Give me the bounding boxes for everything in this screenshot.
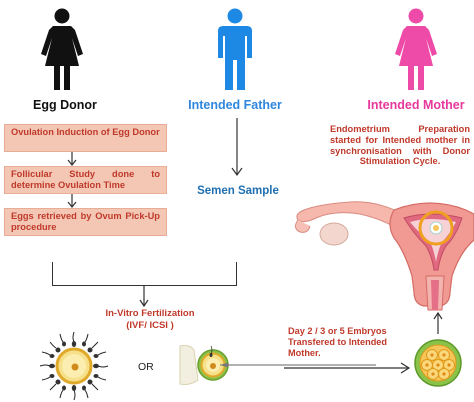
bracket-right <box>236 262 238 286</box>
ivf-arrow <box>139 285 149 308</box>
semen-sample-label: Semen Sample <box>197 185 279 197</box>
transfer-arrow <box>284 362 411 374</box>
donor-step-1: Ovulation Induction of Egg Donor <box>4 124 167 152</box>
uterus-illustration-icon <box>294 201 474 311</box>
embryo-cluster-icon <box>414 339 462 387</box>
egg-donor-label: Egg Donor <box>33 98 97 112</box>
donor-arrow-2 <box>67 194 77 208</box>
donor-arrow-1 <box>67 152 77 166</box>
intended-mother-figure-icon <box>395 8 437 90</box>
egg-with-sperm-icon <box>39 331 109 401</box>
father-arrow <box>231 118 243 177</box>
intended-mother-label: Intended Mother <box>367 98 465 112</box>
donor-step-2: Follicular Study done to determine Ovula… <box>4 166 167 194</box>
ivf-label-line2: (IVF/ ICSI ) <box>126 320 174 331</box>
donor-step-3: Eggs retrieved by Ovum Pick-Up procedure <box>4 208 167 236</box>
intended-father-figure-icon <box>218 8 252 90</box>
bracket-left <box>52 262 54 286</box>
or-label: OR <box>138 361 154 373</box>
icsi-egg-needle-icon <box>179 345 376 385</box>
ivf-label-line1: In-Vitro Fertilization <box>105 308 195 319</box>
embryo-up-arrow <box>433 311 443 334</box>
transfer-note: Day 2 / 3 or 5 Embryos Transfered to Int… <box>288 326 388 358</box>
mother-note: Endometrium Preparation started for Inte… <box>330 124 470 167</box>
intended-father-label: Intended Father <box>188 98 282 112</box>
egg-donor-figure-icon <box>41 8 83 90</box>
